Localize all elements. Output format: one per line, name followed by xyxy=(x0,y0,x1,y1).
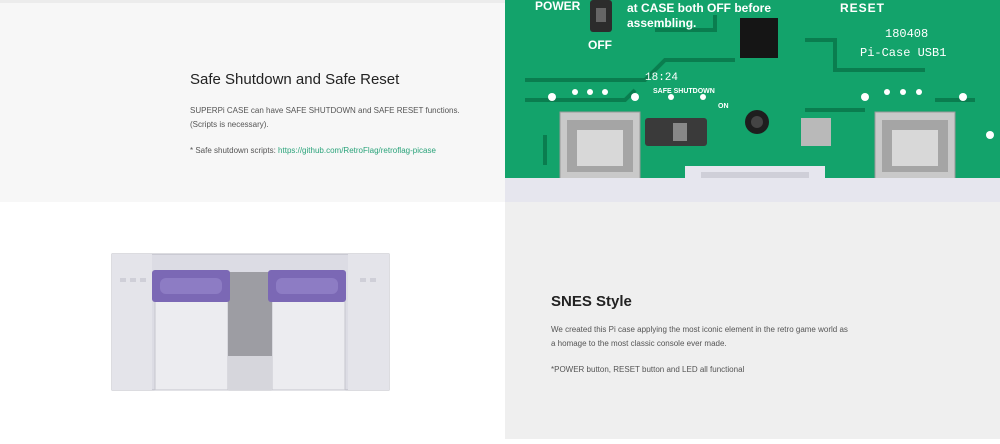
reset-label: RESET xyxy=(840,1,885,15)
pcb-illustration: POWER OFF at CASE both OFF before assemb… xyxy=(505,0,1000,202)
snes-style-note: *POWER button, RESET button and LED all … xyxy=(551,365,745,374)
snes-style-section: SNES Style We created this Pi case apply… xyxy=(505,202,1000,439)
scripts-note-prefix: * Safe shutdown scripts: xyxy=(190,146,279,155)
warning-line-2: assembling. xyxy=(627,16,696,30)
safe-shutdown-description: SUPERPi CASE can have SAFE SHUTDOWN and … xyxy=(190,106,460,129)
snes-style-title: SNES Style xyxy=(551,293,632,311)
off-label: OFF xyxy=(588,38,612,52)
board-name: Pi-Case USB1 xyxy=(860,46,946,60)
safe-shutdown-section: Safe Shutdown and Safe Reset SUPERPi CAS… xyxy=(0,3,505,202)
snes-case-image xyxy=(0,202,505,439)
board-code: 180408 xyxy=(885,27,928,41)
power-label: POWER xyxy=(535,0,581,13)
snes-case-illustration xyxy=(111,253,390,391)
pcb-vias xyxy=(548,89,994,139)
scripts-note: * Safe shutdown scripts: https://github.… xyxy=(190,146,436,155)
usb-port-left xyxy=(559,111,641,181)
chip xyxy=(740,18,778,58)
date-mark: 18:24 xyxy=(645,72,678,84)
safe-shutdown-title: Safe Shutdown and Safe Reset xyxy=(190,71,400,89)
snes-style-description: We created this Pi case applying the mos… xyxy=(551,325,848,348)
safe-shutdown-label: SAFE SHUTDOWN xyxy=(653,88,715,95)
top-border xyxy=(0,0,1000,3)
scripts-link[interactable]: https://github.com/RetroFlag/retroflag-p… xyxy=(278,146,436,155)
usb-port-right xyxy=(874,111,956,181)
pcb-photo: POWER OFF at CASE both OFF before assemb… xyxy=(505,0,1000,202)
center-slot xyxy=(228,272,272,356)
pcb-traces xyxy=(525,15,975,165)
on-label: ON xyxy=(718,103,729,110)
warning-line-1: at CASE both OFF before xyxy=(627,1,771,15)
test-pad xyxy=(801,118,831,146)
